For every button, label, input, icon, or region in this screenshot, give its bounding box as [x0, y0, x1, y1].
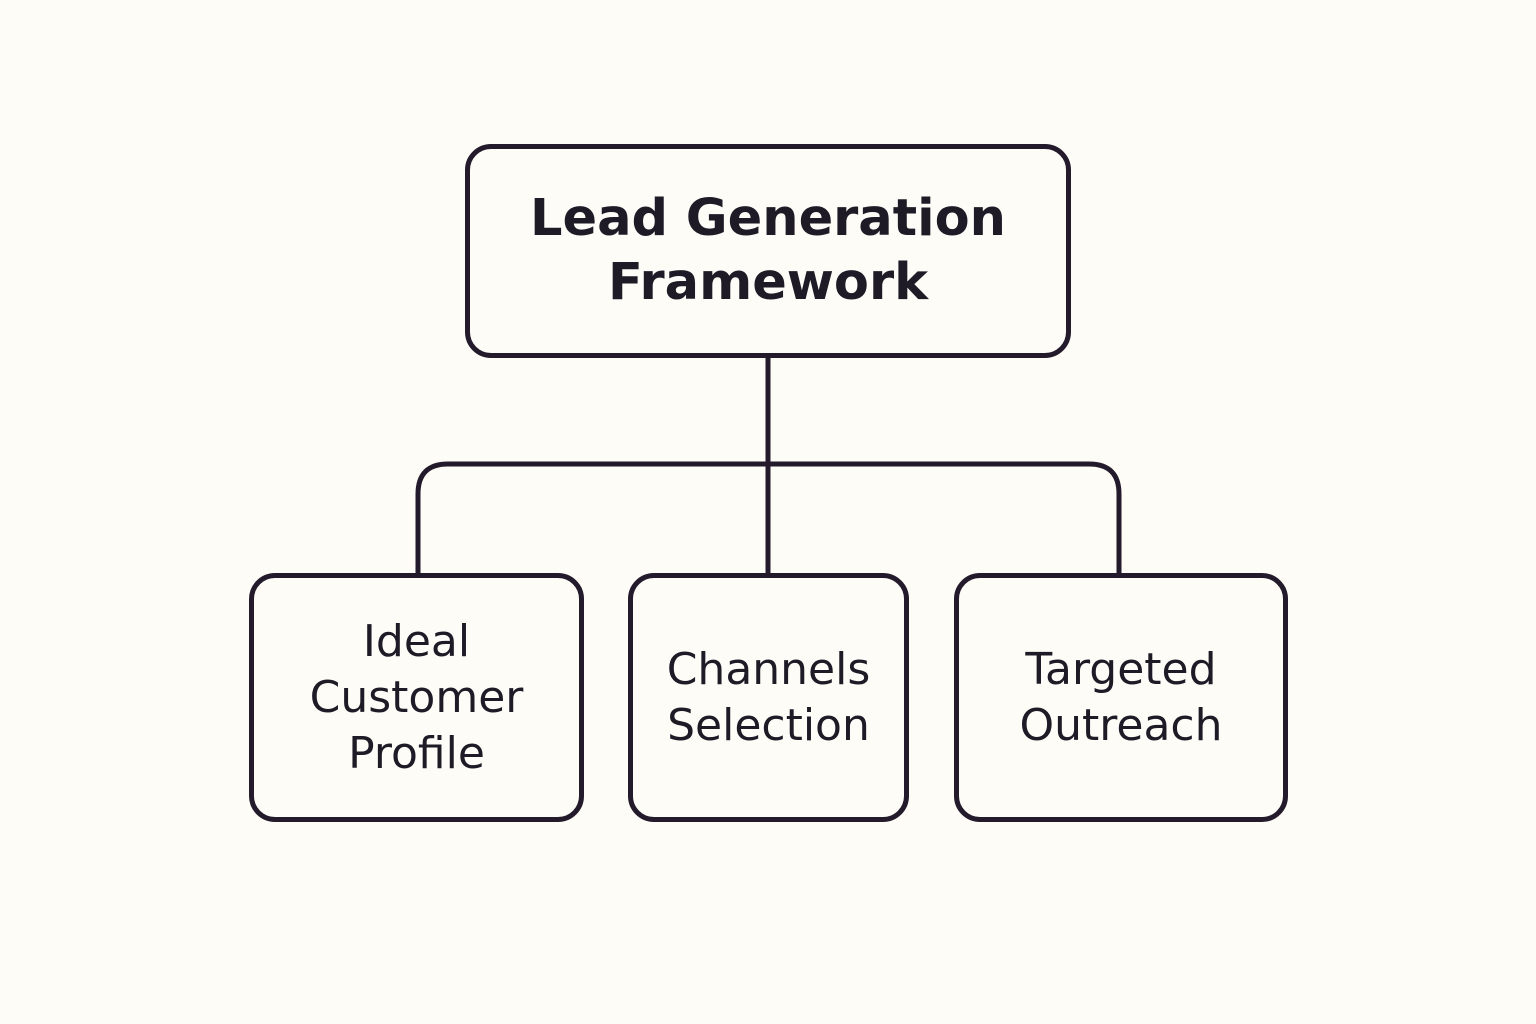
child-node-targeted-outreach: Targeted Outreach	[954, 573, 1288, 822]
root-node-label: Lead Generation Framework	[530, 189, 1006, 312]
child-node-label: Channels Selection	[666, 643, 871, 751]
root-node: Lead Generation Framework	[465, 144, 1071, 358]
connector-bus-to-ideal-customer-profile	[415, 461, 768, 575]
child-node-channels-selection: Channels Selection	[628, 573, 909, 822]
child-node-label: Targeted Outreach	[1019, 643, 1223, 751]
child-node-label: Ideal Customer Profile	[309, 615, 524, 779]
child-node-ideal-customer-profile: Ideal Customer Profile	[249, 573, 584, 822]
connector-bus-to-targeted-outreach	[768, 461, 1122, 575]
